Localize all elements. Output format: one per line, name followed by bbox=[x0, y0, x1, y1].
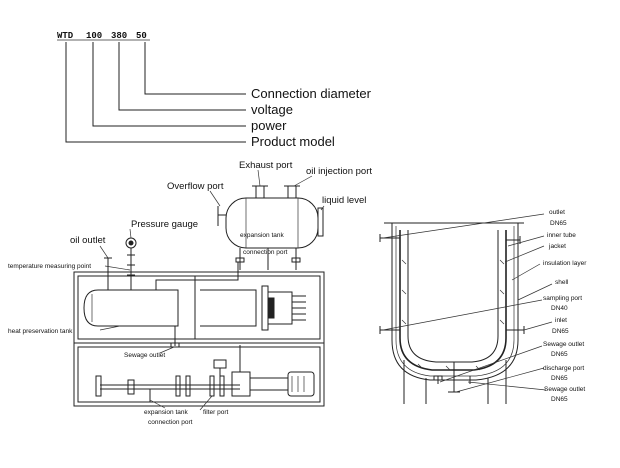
legend-product-model: Product model bbox=[251, 134, 335, 149]
label-connection-port: connection port bbox=[243, 249, 288, 256]
model-part-voltage: 380 bbox=[111, 31, 127, 41]
jacketed-vessel: outlet DN65 inner tube jacket insulation… bbox=[379, 209, 587, 404]
label-sewage-dn-2: DN65 bbox=[551, 396, 568, 403]
legend-voltage: voltage bbox=[251, 102, 293, 117]
label-overflow-port: Overflow port bbox=[167, 181, 224, 192]
label-insulation-layer: insulation layer bbox=[543, 260, 587, 267]
label-oil-injection-port: oil injection port bbox=[306, 166, 372, 177]
label-heat-preservation-tank: heat preservation tank bbox=[8, 328, 73, 335]
label-pressure-gauge: Pressure gauge bbox=[131, 219, 198, 230]
label-outlet: outlet bbox=[549, 209, 565, 216]
label-oil-outlet: oil outlet bbox=[70, 235, 106, 246]
label-jacket: jacket bbox=[548, 243, 566, 250]
label-sewage-outlet: Sewage outlet bbox=[124, 352, 165, 359]
label-sampling-dn: DN40 bbox=[551, 305, 568, 312]
heater-drawing: Exhaust port oil injection port Overflow… bbox=[8, 160, 372, 426]
heat-preservation-tank bbox=[83, 285, 306, 331]
label-filter-port: filter port bbox=[203, 409, 228, 416]
label-connection-port-bottom: connection port bbox=[148, 419, 193, 426]
legend-power: power bbox=[251, 118, 287, 133]
pump-assembly bbox=[95, 345, 315, 402]
pressure-gauge-assembly bbox=[104, 237, 137, 290]
sewage-outlet-heater bbox=[170, 326, 180, 348]
label-sewage-outlet-1: Sewage outlet bbox=[543, 341, 584, 348]
label-inlet-dn: DN65 bbox=[552, 328, 569, 335]
label-inner-tube: inner tube bbox=[547, 232, 576, 239]
label-expansion-tank-bottom: expansion tank bbox=[144, 409, 188, 416]
label-shell: shell bbox=[555, 279, 569, 286]
label-inlet: inlet bbox=[555, 317, 567, 324]
label-outlet-dn: DN65 bbox=[550, 220, 567, 227]
model-code-legend: WTD 100 380 50 Connection diameter volta… bbox=[57, 31, 372, 149]
label-temperature-measuring-point: temperature measuring point bbox=[8, 263, 91, 270]
model-part-power: 100 bbox=[86, 31, 102, 41]
label-discharge-dn: DN65 bbox=[551, 375, 568, 382]
model-part-series: WTD bbox=[57, 31, 74, 41]
legend-connection-diameter: Connection diameter bbox=[251, 86, 372, 101]
label-expansion-tank: expansion tank bbox=[240, 232, 284, 239]
label-sampling-port: sampling port bbox=[543, 295, 582, 302]
label-liquid-level: liquid level bbox=[322, 195, 366, 206]
heater-frame bbox=[73, 271, 325, 407]
label-sewage-outlet-2: Sewage outlet bbox=[544, 386, 585, 393]
model-part-diameter: 50 bbox=[136, 31, 147, 41]
label-exhaust-port: Exhaust port bbox=[239, 160, 293, 171]
label-sewage-dn-1: DN65 bbox=[551, 351, 568, 358]
expansion-tank bbox=[217, 185, 324, 270]
label-discharge-port: discharge port bbox=[543, 365, 584, 372]
